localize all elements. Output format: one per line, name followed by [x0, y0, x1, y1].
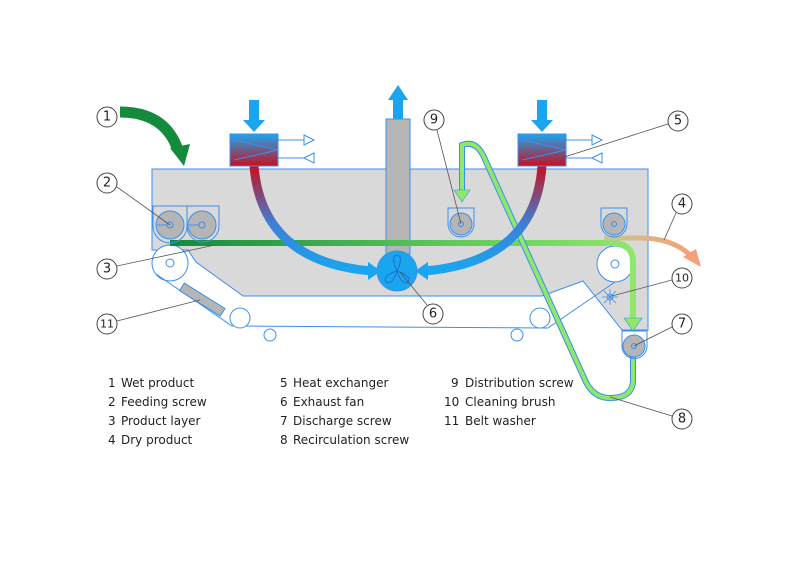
svg-text:2: 2 — [103, 176, 111, 191]
svg-text:Wet product: Wet product — [121, 376, 195, 390]
svg-text:3: 3 — [108, 414, 116, 428]
dry-product-arrow — [604, 235, 692, 257]
svg-text:1: 1 — [103, 110, 111, 125]
callouts: 1 2 3 4 5 6 7 8 9 10 11 — [96, 106, 693, 430]
wet-product-arrow — [119, 106, 184, 153]
svg-text:9: 9 — [430, 113, 438, 128]
svg-text:3: 3 — [103, 262, 111, 277]
exhaust-arrow-icon — [388, 85, 408, 119]
svg-text:Heat exchanger: Heat exchanger — [293, 376, 389, 390]
svg-text:Product layer: Product layer — [121, 414, 201, 428]
svg-text:6: 6 — [280, 395, 288, 409]
svg-text:5: 5 — [674, 114, 682, 129]
feeding-screws — [152, 205, 220, 244]
product-layer — [170, 240, 636, 318]
svg-text:11: 11 — [100, 318, 114, 331]
svg-text:5: 5 — [280, 376, 288, 390]
svg-text:Feeding screw: Feeding screw — [121, 395, 207, 409]
discharge-arrow-icon — [623, 317, 643, 332]
hot-air-duct-left — [249, 165, 373, 276]
svg-text:Exhaust fan: Exhaust fan — [293, 395, 364, 409]
svg-text:8: 8 — [280, 433, 288, 447]
exhaust-chimney — [385, 118, 411, 255]
svg-text:9: 9 — [451, 376, 459, 390]
discharge-screw — [621, 330, 648, 359]
svg-text:1: 1 — [108, 376, 116, 390]
svg-text:Belt washer: Belt washer — [465, 414, 536, 428]
belt-washer — [178, 282, 226, 317]
heat-exchanger-left — [229, 100, 316, 167]
svg-text:Cleaning brush: Cleaning brush — [465, 395, 555, 409]
svg-text:4: 4 — [108, 433, 116, 447]
dry-product-screw — [600, 207, 628, 238]
svg-text:10: 10 — [444, 395, 459, 409]
leader-lines — [116, 123, 677, 417]
svg-text:10: 10 — [675, 272, 689, 285]
hot-air-duct-right — [423, 165, 547, 276]
svg-text:Dry product: Dry product — [121, 433, 193, 447]
svg-text:8: 8 — [678, 412, 686, 427]
distribution-arrow-icon — [453, 189, 471, 203]
svg-text:Distribution screw: Distribution screw — [465, 376, 574, 390]
svg-text:6: 6 — [429, 307, 437, 322]
dry-product-arrow-icon — [683, 249, 701, 267]
svg-text:7: 7 — [678, 317, 686, 332]
svg-text:11: 11 — [444, 414, 459, 428]
svg-text:7: 7 — [280, 414, 288, 428]
svg-text:Discharge screw: Discharge screw — [293, 414, 392, 428]
legend: 1 Wet product 2 Feeding screw 3 Product lay… — [108, 376, 574, 447]
svg-text:4: 4 — [678, 197, 686, 212]
cleaning-brush-icon — [602, 289, 618, 305]
heat-exchanger-right — [517, 100, 604, 167]
svg-text:Recirculation screw: Recirculation screw — [293, 433, 409, 447]
svg-text:2: 2 — [108, 395, 116, 409]
